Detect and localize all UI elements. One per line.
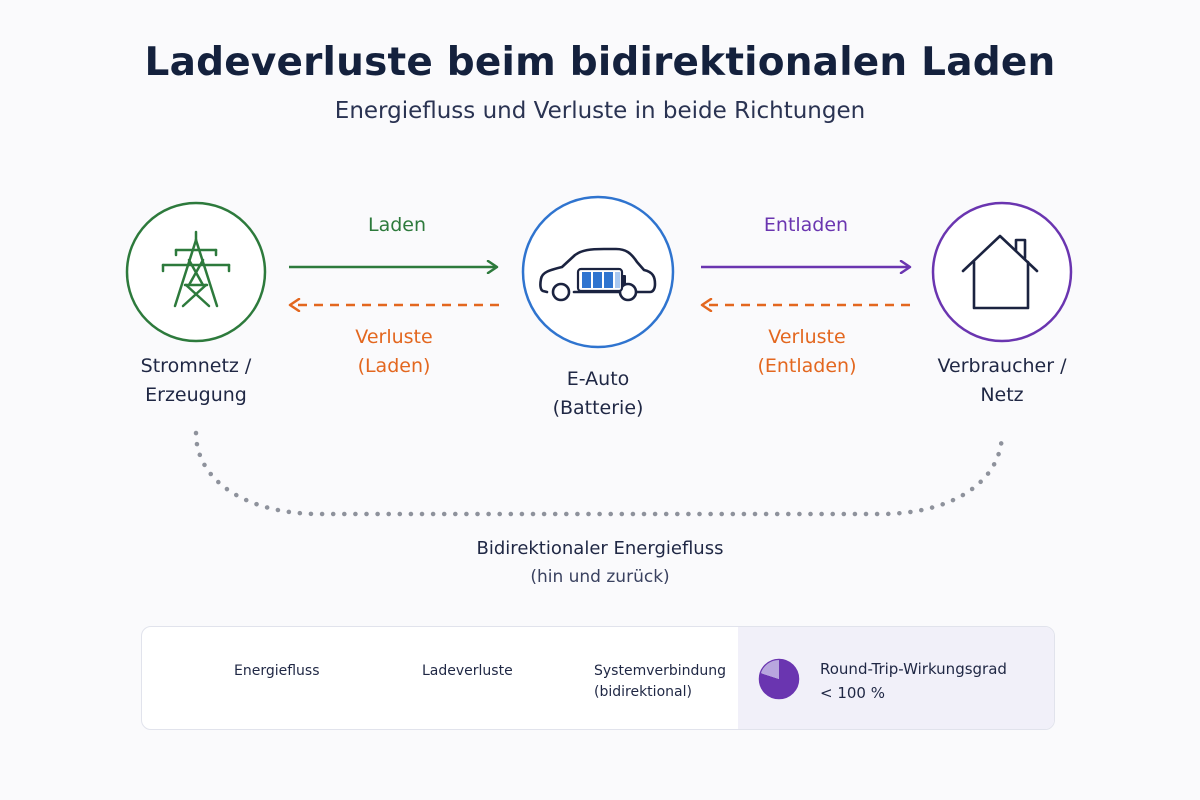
legend-efficiency-line1: Round-Trip-Wirkungsgrad [820,660,1007,678]
legend-efficiency-line2: < 100 % [820,684,885,702]
legend-efficiency-text: Round-Trip-Wirkungsgrad < 100 % [820,657,1007,705]
power-pylon-icon [161,230,231,308]
consumer-label-line1: Verbraucher / [937,355,1067,377]
discharge-label: Entladen [763,214,849,236]
page-subtitle: Energiefluss und Verluste in beide Richt… [334,98,866,124]
loop-label-line1: Bidirektionaler Energiefluss [476,538,724,559]
car-label-line2: (Batterie) [552,397,644,419]
house-icon [961,234,1039,310]
discharge-loss-label-line1: Verluste [768,326,846,348]
charge-loss-label-line2: (Laden) [357,355,431,377]
legend-system-line1: Systemverbindung [594,663,727,679]
legend-system-line2: (bidirektional) [594,684,692,700]
grid-label-line2: Erzeugung [145,384,247,406]
discharge-loss-label-line2: (Entladen) [757,355,857,377]
legend-system-label: Systemverbindung (bidirektional) [594,661,726,703]
discharge-loss-label: Verluste (Entladen) [727,323,887,381]
charge-loss-label: Verluste (Laden) [314,323,474,381]
charge-loss-label-line1: Verluste [355,326,433,348]
car-label-line1: E-Auto [566,368,630,390]
loop-label: Bidirektionaler Energiefluss (hin und zu… [400,534,800,592]
car-label: E-Auto (Batterie) [508,365,688,423]
page-title: Ladeverluste beim bidirektionalen Laden [144,40,1056,85]
legend: Round-Trip-Wirkungsgrad < 100 % Energief… [141,626,1055,730]
legend-efficiency-panel: Round-Trip-Wirkungsgrad < 100 % [738,627,1054,729]
bidirectional-loop [193,430,1005,517]
pie-chart-icon [758,658,800,700]
consumer-label: Verbraucher / Netz [907,352,1097,410]
consumer-node-circle [931,201,1073,343]
grid-label: Stromnetz / Erzeugung [106,352,286,410]
grid-label-line1: Stromnetz / [140,355,252,377]
electric-car-battery-icon [539,247,657,302]
loop-label-line2: (hin und zurück) [530,567,670,587]
consumer-label-line2: Netz [980,384,1024,406]
charge-label: Laden [367,214,427,236]
legend-energy-label: Energiefluss [234,663,320,679]
legend-losses-label: Ladeverluste [422,663,513,679]
